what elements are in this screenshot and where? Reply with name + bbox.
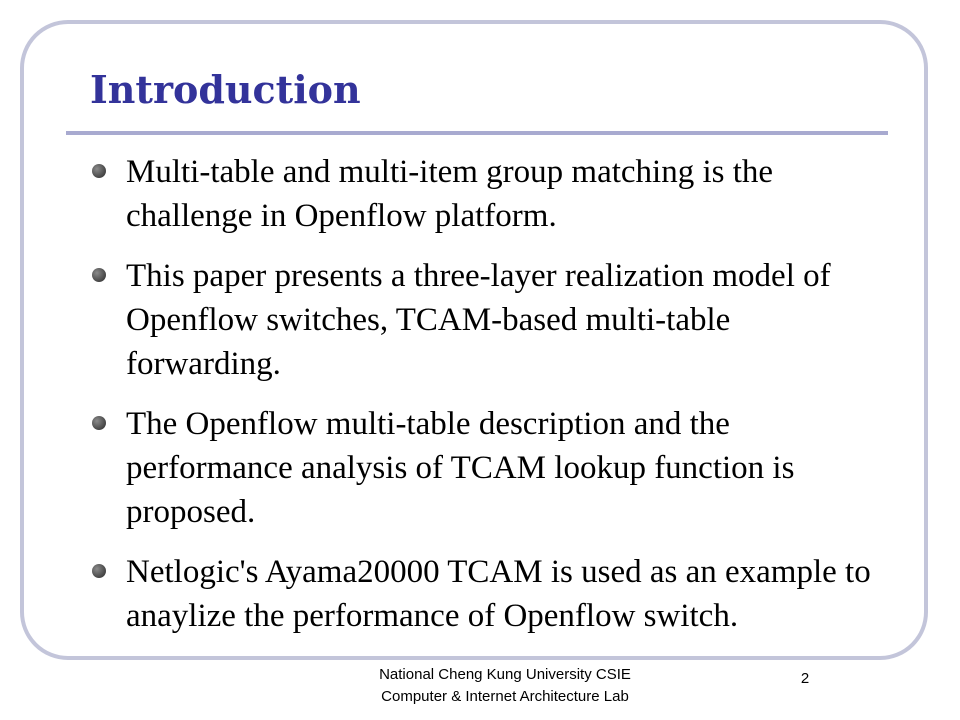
bullet-text: This paper presents a three-layer realiz… (126, 258, 831, 382)
footer-line-lab: Computer & Internet Architecture Lab (381, 688, 629, 705)
page-number: 2 (800, 670, 810, 687)
bullet-dot-icon (92, 268, 106, 282)
bullet-item: Netlogic's Ayama20000 TCAM is used as an… (90, 550, 890, 638)
bullet-dot-icon (92, 164, 106, 178)
footer-line-university: National Cheng Kung University CSIE (379, 666, 631, 683)
title-underline-divider (66, 131, 888, 135)
bullet-text: Multi-table and multi-item group matchin… (126, 154, 774, 234)
bullet-item: Multi-table and multi-item group matchin… (90, 150, 890, 238)
bullet-text: Netlogic's Ayama20000 TCAM is used as an… (126, 554, 871, 634)
bullet-item: This paper presents a three-layer realiz… (90, 254, 890, 386)
footer-affiliation: National Cheng Kung University CSIE Comp… (330, 664, 680, 708)
bullet-dot-icon (92, 564, 106, 578)
slide-title: Introduction (90, 67, 361, 112)
bullet-item: The Openflow multi-table description and… (90, 402, 890, 534)
slide-frame (20, 20, 928, 660)
bullet-dot-icon (92, 416, 106, 430)
bullet-text: The Openflow multi-table description and… (126, 406, 795, 530)
bullet-list: Multi-table and multi-item group matchin… (90, 150, 890, 654)
